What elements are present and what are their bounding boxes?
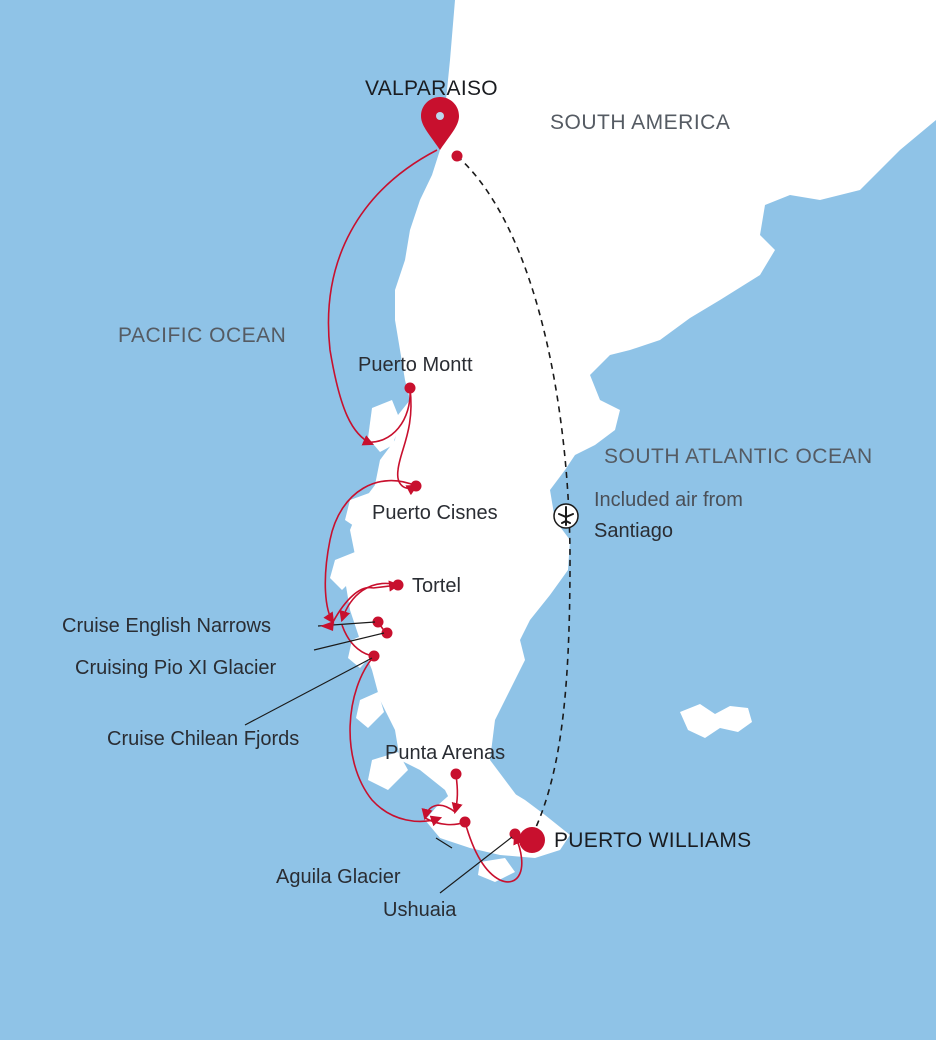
land-island-group [368,752,408,790]
port-dot-punta-arenas [450,768,462,780]
port-label-puerto-cisnes: Puerto Cisnes [372,502,498,524]
flight-label-line1: Included air from [594,489,743,511]
port-label-puerto-montt: Puerto Montt [358,354,473,376]
port-dot-pio-xi [381,627,393,639]
port-label-ushuaia: Ushuaia [383,899,457,921]
land-island-group [345,492,378,530]
port-label-aguila: Aguila Glacier [276,866,401,888]
land-south-america [345,0,936,805]
port-dot-puerto-cisnes [410,480,422,492]
arrow-marker [320,621,334,631]
land-island-chiloe [368,400,400,452]
land-island-group [330,552,360,590]
port-dot-puerto-williams [519,827,545,853]
land-tierra-del-fuego [425,785,570,858]
end-port-label: PUERTO WILLIAMS [554,829,752,852]
port-label-english-narrows: Cruise English Narrows [62,615,271,637]
region-label-pacific: PACIFIC OCEAN [118,324,287,347]
port-label-chilean-fjords: Cruise Chilean Fjords [107,728,300,750]
land-island-group [356,692,384,728]
region-label-atlantic: SOUTH ATLANTIC OCEAN [604,445,873,468]
port-label-punta-arenas: Punta Arenas [385,742,506,764]
port-label-tortel: Tortel [412,575,461,597]
port-dot-english-narrows [372,616,384,628]
location-pin-icon [421,97,459,150]
land-island-south [478,858,515,882]
port-dot [451,150,463,162]
port-dot-chilean-fjords [368,650,380,662]
airplane-icon [553,503,579,529]
port-dot-aguila [459,816,471,828]
land-island-group [348,632,376,668]
flight-label-line2: Santiago [594,520,673,542]
land-falkland-islands [680,704,752,738]
port-dot-puerto-montt [404,382,416,394]
region-label-south-america: SOUTH AMERICA [550,111,731,134]
flight-path [456,155,571,841]
port-dot-tortel [392,579,404,591]
port-dot-ushuaia [509,828,521,840]
start-port-label: VALPARAISO [365,77,498,100]
port-label-pio-xi: Cruising Pio XI Glacier [75,657,277,679]
